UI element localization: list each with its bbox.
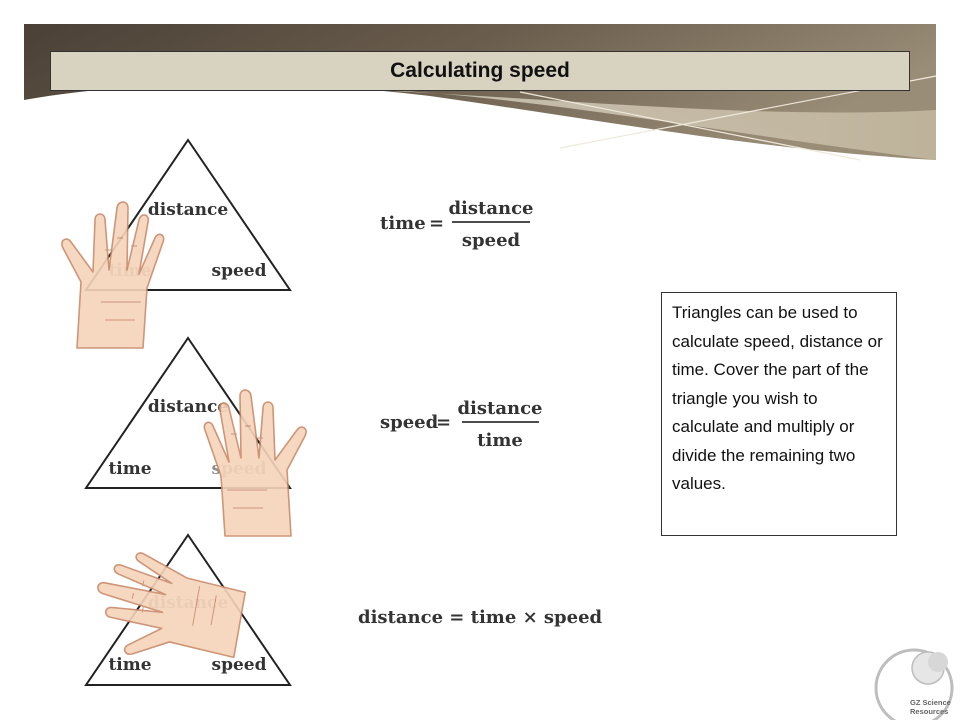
formula-speed: speed = distance time	[380, 398, 543, 451]
triangle-1-top-label: distance	[148, 200, 228, 220]
triangle-3-right-label: speed	[212, 655, 267, 675]
formula-distance: distance = time × speed	[358, 607, 603, 628]
triangle-3: time speed distance	[84, 533, 292, 686]
triangle-3-left-label: time	[108, 655, 151, 675]
formula-speed-denominator: time	[477, 430, 523, 451]
title-bar: Calculating speed	[50, 51, 910, 91]
triangle-2-left-label: time	[108, 459, 151, 479]
hand-covering-time	[61, 201, 165, 349]
formula-time-denominator: speed	[462, 230, 521, 251]
gz-science-logo: GZ Science Resources	[874, 648, 954, 720]
formula-speed-equals: =	[436, 412, 451, 433]
triangle-2-top-label: distance	[148, 397, 228, 417]
page-title: Calculating speed	[390, 59, 570, 82]
hand-covering-speed	[203, 389, 307, 537]
formula-time: time = distance speed	[380, 198, 534, 251]
formula-time-equals: =	[429, 213, 444, 234]
logo-line-2: Resources	[910, 707, 948, 716]
formula-speed-lhs: speed	[380, 412, 439, 433]
triangle-1-right-label: speed	[212, 261, 267, 281]
info-text: Triangles can be used to calculate speed…	[672, 303, 883, 493]
triangle-1: distance speed time	[61, 138, 292, 349]
formula-time-lhs: time	[380, 213, 426, 234]
formula-speed-numerator: distance	[457, 398, 542, 419]
logo-line-1: GZ Science	[910, 698, 951, 707]
formula-time-numerator: distance	[448, 198, 533, 219]
info-box: Triangles can be used to calculate speed…	[661, 292, 897, 536]
triangle-2: distance time speed	[84, 336, 307, 537]
